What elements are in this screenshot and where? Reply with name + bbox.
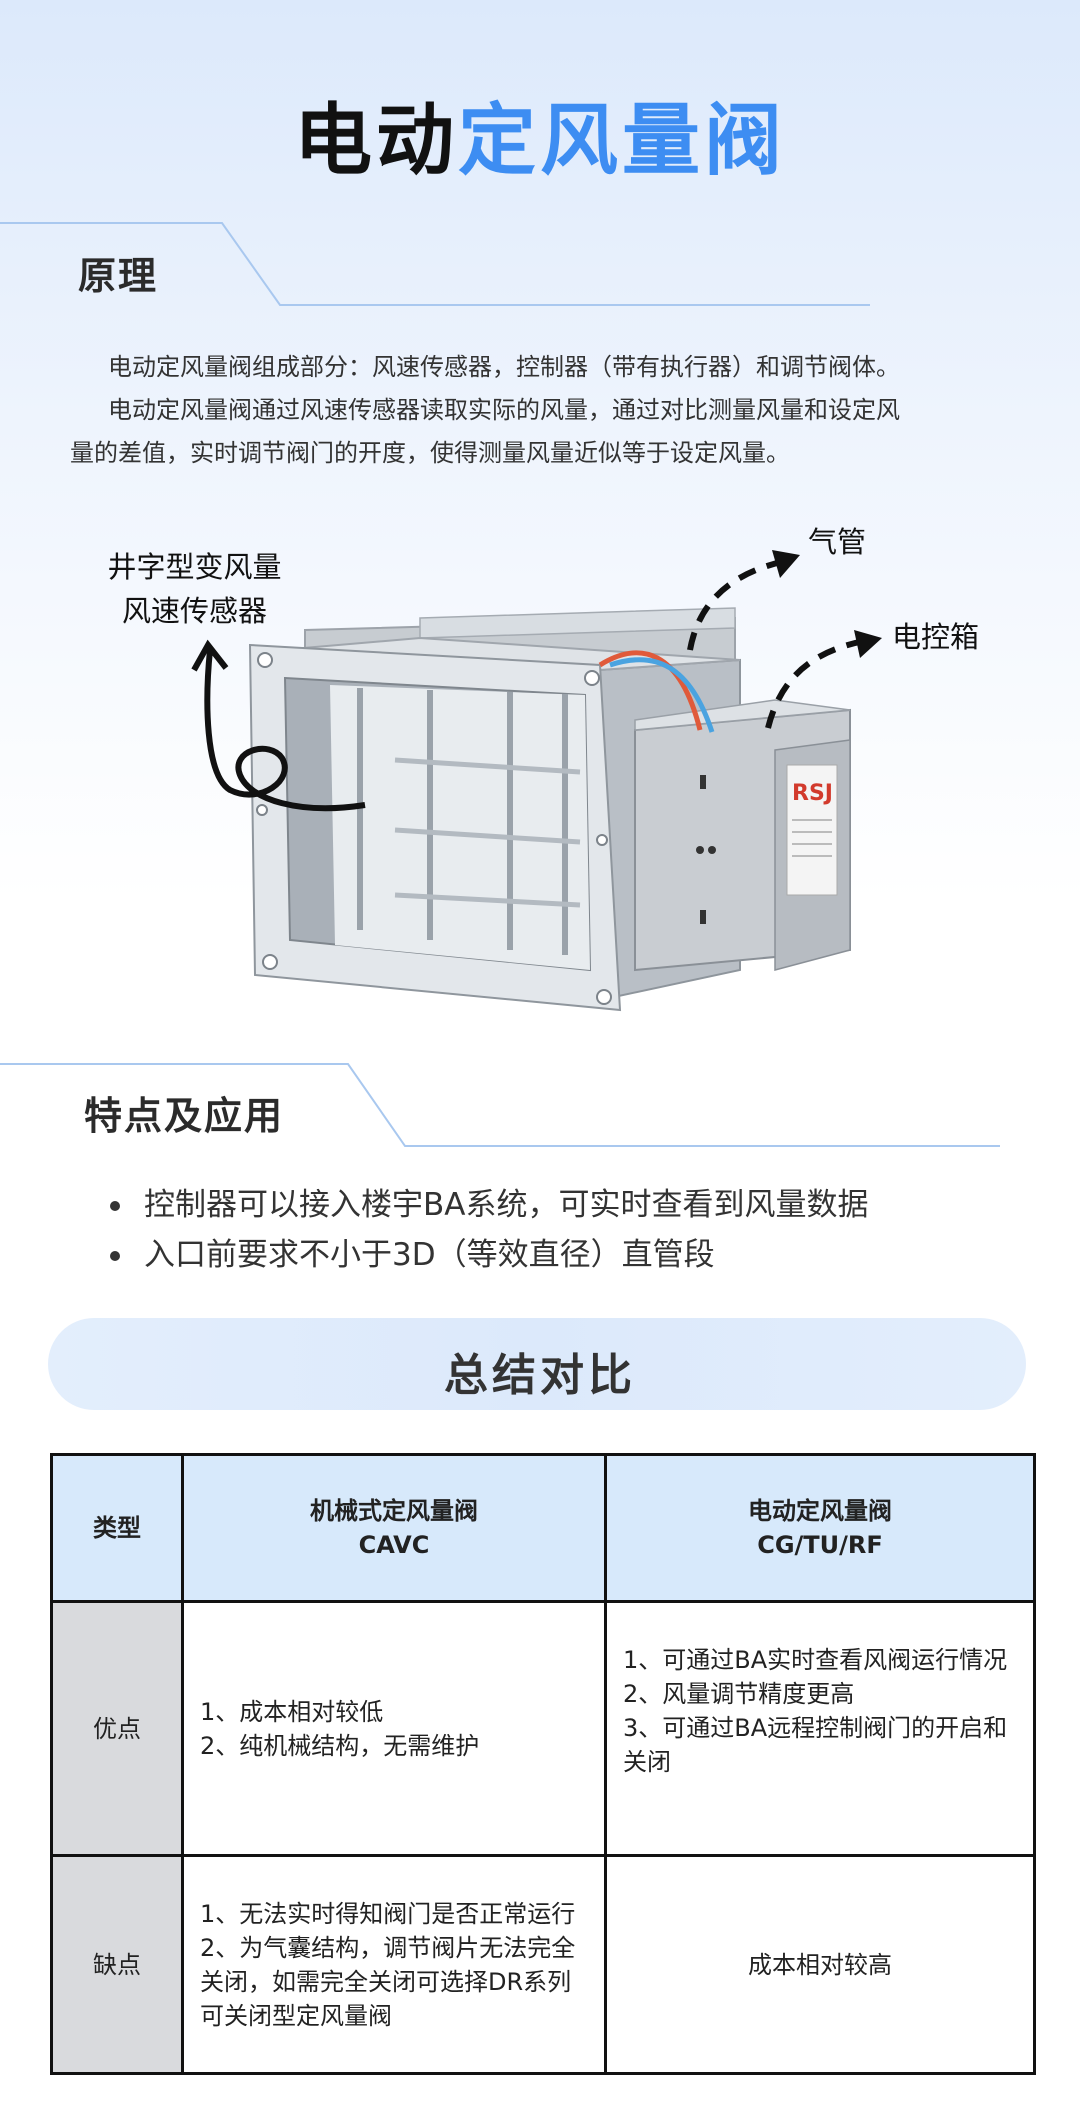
row-label-advantages: 优点 — [50, 1600, 184, 1857]
cell-line: 1、可通过BA实时查看风阀运行情况 — [623, 1646, 1008, 1674]
cell-line: 1、无法实时得知阀门是否正常运行 — [200, 1899, 576, 1928]
page-title: 电动定风量阀 — [0, 78, 1080, 190]
table-row: 缺点 1、无法实时得知阀门是否正常运行 2、为气囊结构，调节阀片无法完全 关闭，… — [50, 1854, 1036, 2075]
cell-line: 2、为气囊结构，调节阀片无法完全 — [200, 1933, 576, 1962]
list-item: 控制器可以接入楼宇BA系统，可实时查看到风量数据 — [100, 1180, 868, 1230]
sensor-label-line-1: 井字型变风量 — [107, 550, 282, 584]
advantages-mechanical: 1、成本相对较低 2、纯机械结构，无需维护 — [181, 1600, 607, 1857]
table-header-row: 类型 机械式定风量阀 CAVC 电动定风量阀 CG/TU/RF — [50, 1453, 1036, 1603]
title-part2: 定风量阀 — [458, 96, 787, 186]
cell-line: 关闭 — [623, 1748, 671, 1776]
principle-paragraph-2-line-2: 量的差值，实时调节阀门的开度，使得测量风量近似等于设定风量。 — [70, 439, 790, 467]
features-heading: 特点及应用 — [84, 1094, 285, 1138]
disadvantages-mechanical: 1、无法实时得知阀门是否正常运行 2、为气囊结构，调节阀片无法完全 关闭，如需完… — [181, 1854, 607, 2075]
cell-line: 2、纯机械结构，无需维护 — [200, 1731, 480, 1760]
header-mechanical-name: 机械式定风量阀 — [310, 1497, 478, 1525]
sensor-label-line-2: 风速传感器 — [121, 594, 267, 628]
sensor-label: 井字型变风量 风速传感器 — [92, 545, 297, 633]
header-electric-name: 电动定风量阀 — [748, 1497, 892, 1525]
header-type: 类型 — [50, 1453, 184, 1603]
list-item: 入口前要求不小于3D（等效直径）直管段 — [100, 1230, 868, 1280]
control-box-label: 电控箱 — [892, 620, 980, 654]
features-list: 控制器可以接入楼宇BA系统，可实时查看到风量数据 入口前要求不小于3D（等效直径… — [100, 1180, 868, 1280]
cell-line: 3、可通过BA远程控制阀门的开启和 — [623, 1714, 1008, 1742]
advantages-electric: 1、可通过BA实时查看风阀运行情况 2、风量调节精度更高 3、可通过BA远程控制… — [604, 1600, 1036, 1857]
header-mechanical: 机械式定风量阀 CAVC — [181, 1453, 607, 1603]
product-illustration: RSJ — [191, 550, 882, 1012]
comparison-table: 类型 机械式定风量阀 CAVC 电动定风量阀 CG/TU/RF 优点 1、成本相… — [50, 1453, 1036, 2075]
header-electric-code: CG/TU/RF — [757, 1531, 883, 1559]
header-mechanical-code: CAVC — [358, 1531, 430, 1559]
brand-mark: RSJ — [792, 781, 833, 806]
disadvantages-electric: 成本相对较高 — [604, 1854, 1036, 2075]
cell-line: 成本相对较高 — [748, 1950, 892, 1979]
cell-line: 可关闭型定风量阀 — [200, 2001, 392, 2030]
section-header-decor-principle — [0, 222, 870, 306]
header-electric: 电动定风量阀 CG/TU/RF — [604, 1453, 1036, 1603]
principle-text: 电动定风量阀组成部分：风速传感器，控制器（带有执行器）和调节阀体。 电动定风量阀… — [70, 346, 1030, 475]
principle-paragraph-2-line-1: 电动定风量阀通过风速传感器读取实际的风量，通过对比测量风量和设定风 — [108, 396, 900, 424]
summary-banner — [48, 1318, 1026, 1410]
cell-line: 关闭，如需完全关闭可选择DR系列 — [200, 1967, 572, 1996]
principle-heading: 原理 — [78, 254, 159, 298]
cell-line: 2、风量调节精度更高 — [623, 1680, 855, 1708]
row-label-disadvantages: 缺点 — [50, 1854, 184, 2075]
section-header-decor-features — [0, 1063, 1000, 1147]
pipe-label: 气管 — [808, 525, 867, 559]
summary-heading: 总结对比 — [444, 1350, 636, 1401]
cell-line: 1、成本相对较低 — [200, 1697, 384, 1726]
principle-paragraph-1: 电动定风量阀组成部分：风速传感器，控制器（带有执行器）和调节阀体。 — [108, 353, 900, 381]
table-row: 优点 1、成本相对较低 2、纯机械结构，无需维护 1、可通过BA实时查看风阀运行… — [50, 1600, 1036, 1857]
title-part1: 电动 — [293, 96, 458, 186]
